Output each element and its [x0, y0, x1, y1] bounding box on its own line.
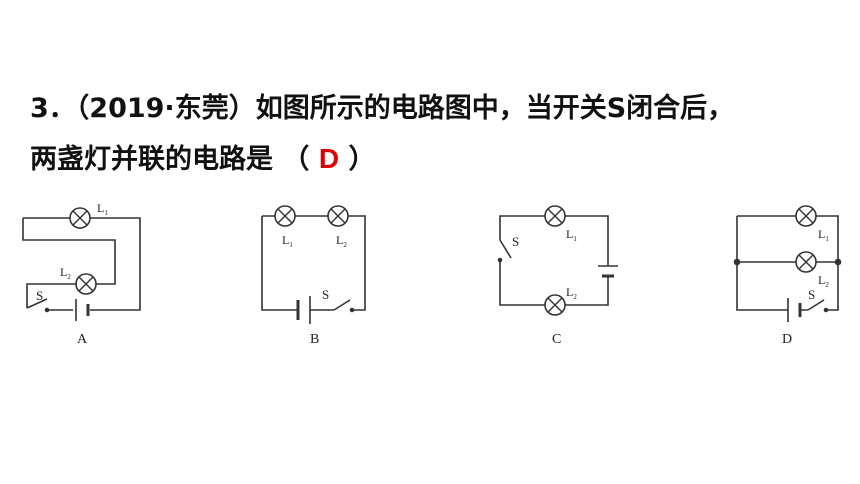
circuit-c-l2-label: L2 [566, 285, 577, 301]
circuit-c-switch-contact [497, 257, 503, 263]
circuit-a-lamp-l1 [69, 207, 91, 229]
circuit-c-lamp-l2 [544, 294, 566, 316]
circuit-d-lamp-l1 [795, 205, 817, 227]
circuit-b-switch [333, 299, 351, 311]
question-line-2-prefix: 两盏灯并联的电路是 （ [30, 144, 319, 175]
circuit-c [497, 205, 618, 316]
circuit-c-l1-label: L1 [566, 227, 577, 243]
circuit-d-switch [807, 299, 825, 311]
circuit-b-lamp-l2 [327, 205, 349, 227]
circuit-d-switch-label: S [808, 287, 815, 302]
circuit-d-junction-left [733, 258, 741, 266]
circuit-b [261, 205, 366, 324]
question-line-1: 3．（2019·东莞）如图所示的电路图中，当开关S闭合后， [30, 93, 735, 124]
circuit-d-caption: D [782, 332, 792, 347]
answer-letter: D [318, 143, 340, 174]
question-line-2: 两盏灯并联的电路是 （ D ） [30, 134, 850, 185]
question-line-2-suffix: ） [339, 144, 376, 175]
circuit-d-junction-right [834, 258, 842, 266]
circuit-a-l1-label: L1 [97, 201, 108, 217]
circuit-a-switch-contact [44, 307, 50, 313]
circuit-b-wires [261, 215, 366, 311]
circuit-diagrams: L1 L2 S A L1 L2 S B L1 L2 S C L [22, 201, 842, 347]
circuit-a-switch [26, 298, 48, 309]
circuit-d-lamp-l2 [795, 251, 817, 273]
circuit-a-lamp-l2 [75, 273, 97, 295]
circuit-d-switch-contact [823, 307, 829, 313]
circuit-b-caption: B [310, 332, 319, 347]
circuit-c-switch-label: S [512, 234, 519, 249]
circuit-d-l1-label: L1 [818, 227, 829, 243]
circuit-c-switch [499, 239, 512, 259]
circuit-b-switch-label: S [322, 287, 329, 302]
circuit-b-l1-label: L1 [282, 233, 293, 249]
circuit-c-caption: C [552, 332, 561, 347]
question-text: 3．（2019·东莞）如图所示的电路图中，当开关S闭合后， 两盏灯并联的电路是 … [30, 84, 850, 185]
circuit-c-wires [499, 215, 609, 306]
circuit-d [733, 205, 842, 322]
circuit-d-l2-label: L2 [818, 273, 829, 289]
circuit-a-caption: A [77, 332, 88, 347]
circuit-a-switch-label: S [36, 288, 43, 303]
circuit-b-switch-contact [349, 307, 355, 313]
circuit-b-l2-label: L2 [336, 233, 347, 249]
circuit-c-lamp-l1 [544, 205, 566, 227]
circuit-b-lamp-l1 [274, 205, 296, 227]
circuit-a [22, 207, 141, 321]
circuit-a-l2-label: L2 [60, 265, 71, 281]
circuit-a-wires [22, 217, 141, 311]
